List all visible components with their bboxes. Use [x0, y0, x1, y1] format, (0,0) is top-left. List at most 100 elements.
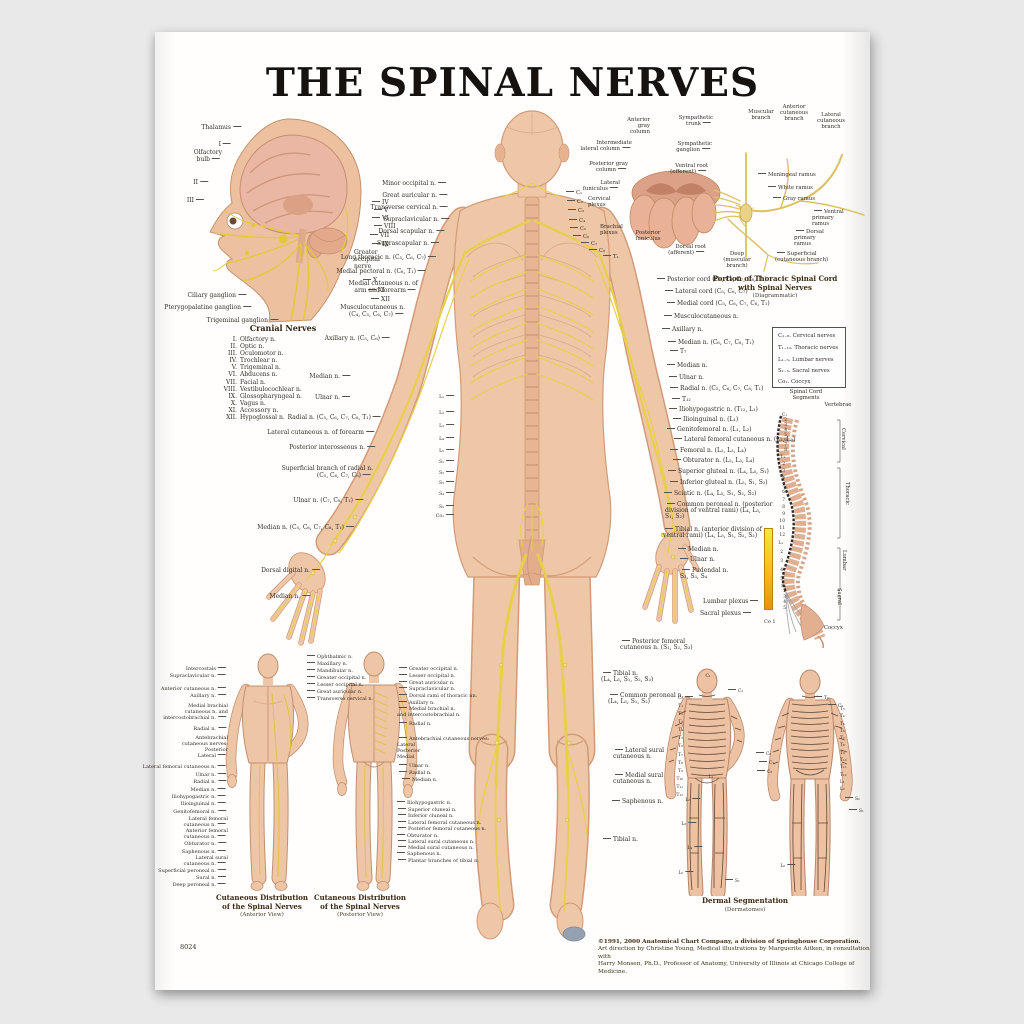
label-dorsal-primary-ramus: Dorsal primary ramus [794, 229, 824, 247]
leader-line [446, 492, 454, 493]
leader-line [397, 801, 405, 802]
label-lateral-cutaneous-branch: Lateral cutaneous branch [816, 112, 846, 130]
label-c: C₅ [568, 226, 586, 233]
label-c: C₃ [678, 696, 695, 702]
label-greater-occipital-n: Greater occipital n. [305, 675, 366, 682]
leader-line [395, 312, 403, 314]
leader-line [849, 809, 857, 810]
label-ophthalmic-n: Ophthalmic n. [305, 654, 353, 661]
leader-line [446, 395, 454, 396]
label-deep-muscular-branch: Deep (muscular branch) [723, 251, 751, 269]
cranial-numeral: XII. [226, 414, 237, 422]
leader-line [446, 505, 454, 506]
label-t: T₇ [668, 348, 686, 356]
label-inferior-cluneal-n: Inferior cluneal n. [396, 813, 454, 820]
label-l: L₄ [687, 846, 704, 852]
label-axillary-n: Axillary n. [397, 700, 435, 707]
spinous-processes [790, 419, 818, 624]
label-c: C₂ [726, 689, 743, 695]
label-l: L₃ [681, 822, 698, 828]
label-sciatic-n-l-l-s-s-s: Sciatic n. (L₄, L₅, S₁, S₂, S₃) [662, 490, 757, 498]
leader-line [759, 761, 767, 762]
label-radial-n-c-c-c-c-t: Radial n. (C₅, C₆, C₇, C₈, T₁) [668, 385, 763, 393]
label-dorsal-digital-n: Dorsal digital n. [261, 567, 322, 575]
leader-line [750, 600, 759, 601]
label-dorsal-scapular-n: Dorsal scapular n. [378, 228, 446, 236]
cranial-name: Oculomotor n. [240, 350, 284, 358]
label-s: S₂ [439, 471, 456, 476]
label-superficial-cutaneous-branch: Superficial (cutaneous branch) [775, 251, 829, 263]
leader-line [218, 810, 226, 811]
leader-line [446, 424, 454, 425]
cord-section [629, 170, 721, 249]
label-iliohypogastric-n: Iliohypogastric n. [172, 794, 228, 801]
creases [472, 534, 592, 746]
label-minor-occipital-n: Minor occipital n. [382, 180, 448, 188]
leader-line [218, 869, 226, 870]
leader-line [603, 255, 611, 256]
cranial-item-hypoglossal-n: XII.Hypoglossal n. [213, 414, 353, 421]
label-median-n: Median n. [400, 777, 437, 784]
leader-line [698, 169, 706, 171]
leader-line [398, 821, 406, 822]
cranial-item-trigeminal-n: V.Trigeminal n. [213, 364, 353, 371]
label-ii: II [193, 179, 210, 187]
label-ulnar-n: Ulnar n. [678, 556, 715, 564]
vertebrae-ticks [526, 204, 538, 531]
label-median-n: Median n. [269, 593, 312, 601]
vertebral-column [778, 416, 826, 640]
leader-line [399, 694, 407, 695]
label-l-2-3-4-5: L₁ 2 3 4 5 [778, 541, 783, 582]
cranial-name: Vestibulocochlear n. [240, 385, 302, 393]
label-genitofemoral-n: Genitofemoral n. [173, 809, 228, 816]
cranial-name: Trochlear n. [240, 357, 278, 365]
label-axillary-n: Axillary n. [660, 326, 703, 334]
leader-line [374, 225, 382, 226]
leader-line [218, 667, 226, 668]
leader-line [408, 288, 416, 290]
label-c: C₁ [564, 190, 582, 197]
label-greater-occipital-nerve: Greater occipital nerve [354, 249, 380, 270]
label-iv: IV [370, 199, 389, 207]
leader-line [307, 690, 315, 691]
label-c: C₃ [566, 208, 584, 215]
leader-line [307, 697, 315, 698]
body [332, 651, 418, 891]
label-medial-pectoral-n-c-t: Medial pectoral n. (C₈, T₁) [337, 268, 428, 276]
label-t-thoracic-nerves: T₁₋₁₂. Thoracic nerves [778, 345, 839, 351]
label-medial-cord-c-c-c-c-t: Medial cord (C₅, C₆, C₇, C₈, T₁) [665, 300, 770, 308]
leader-line [372, 243, 380, 244]
label-s: S₄ [439, 492, 456, 497]
label-ciliary-ganglion: Ciliary ganglion [187, 292, 248, 300]
label-superficial-branch-of-radial: Superficial branch of radial n. (C₅, C₆,… [281, 465, 373, 479]
label-maxillary-n: Maxillary n. [305, 661, 347, 668]
label-tibial-n: Tibial n. [601, 836, 638, 844]
anterior-dermatome-stripes [668, 694, 743, 891]
leader-line [218, 715, 226, 717]
label-s: S₁ [439, 460, 456, 465]
label-l: L₁ [708, 775, 713, 780]
label-great-auricular-n: Great auricular n. [305, 689, 363, 696]
label-ulnar-n: Ulnar n. [195, 772, 228, 779]
label-l: L₅ [678, 871, 695, 877]
label-l-lumbar-nerves: L₁₋₅. Lumbar nerves [778, 357, 834, 363]
label-thoracic: Thoracic [844, 482, 850, 505]
label-s: S₅ [439, 505, 456, 510]
region-brackets [837, 419, 841, 621]
label-median-n-c-c-c-t: Median n. (C₆, C₇, C₈, T₁) [666, 339, 754, 347]
label-ix: IX [370, 241, 389, 249]
central-figure-illustration [266, 110, 700, 942]
label-sympathetic-ganglion: Sympathetic ganglion [676, 141, 712, 153]
label-sural-n: Sural n. [196, 875, 228, 882]
label-anterior-gray-column: Anterior gray column [627, 117, 650, 135]
label-c: C₅ [826, 704, 843, 710]
leader-line [436, 230, 444, 231]
cranial-name: Hypoglossal n. [240, 414, 285, 422]
cranial-numeral: VI. [228, 371, 237, 379]
leader-line [828, 704, 836, 705]
leader-line [682, 569, 690, 570]
label-radial-n: Radial n. [397, 770, 432, 777]
label-median-n: Median n. [665, 362, 708, 370]
leader-line [702, 147, 710, 149]
posterior-dermatome-stripes [772, 695, 848, 893]
